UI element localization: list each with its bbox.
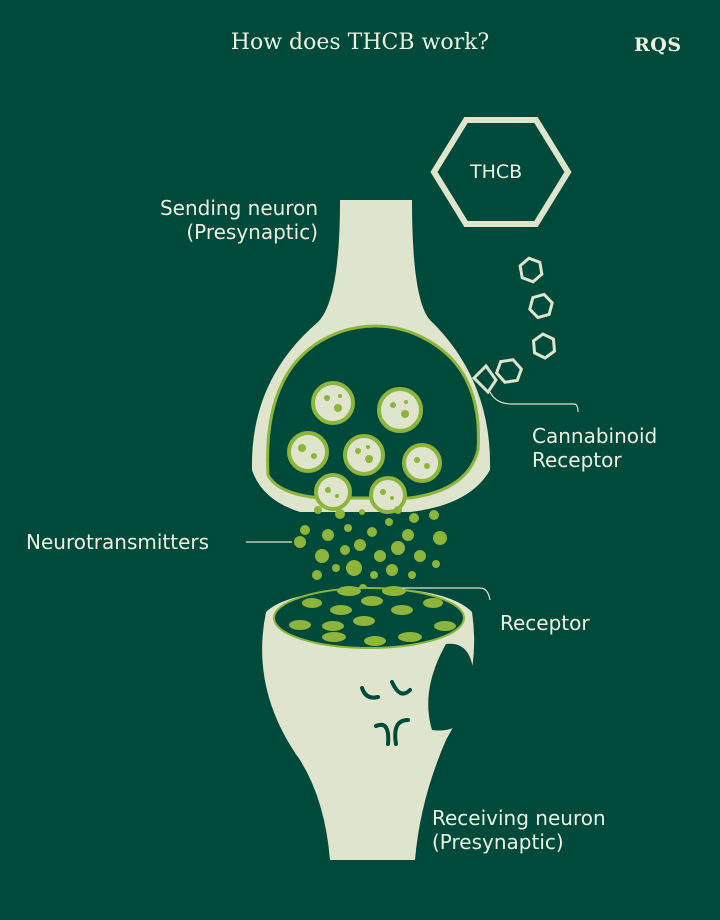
- neurotransmitters-label: Neurotransmitters: [26, 530, 210, 554]
- sending-neuron-line2: (Presynaptic): [186, 220, 318, 244]
- vesicles: [287, 381, 442, 514]
- vesicle: [369, 476, 407, 514]
- receiving-neuron-label: Receiving neuron (Presynaptic): [432, 806, 606, 854]
- vesicle: [343, 434, 385, 476]
- receptor-leader: [402, 587, 491, 601]
- brand-logo: RQS: [634, 34, 682, 56]
- thcb-molecule-large: [430, 117, 572, 227]
- receiving-neuron-line1: Receiving neuron: [432, 806, 606, 830]
- thcb-label: THCB: [470, 161, 523, 183]
- cannabinoid-receptor-line1: Cannabinoid: [532, 424, 658, 448]
- cannabinoid-leader: [489, 391, 579, 413]
- cannabinoid-receptor-label: Cannabinoid Receptor: [532, 424, 657, 472]
- thcb-molecules: [494, 256, 557, 384]
- receiving-neuron-face: [360, 680, 412, 746]
- vesicle: [314, 473, 352, 511]
- neurotransmitters-cluster: [294, 506, 447, 592]
- vesicle: [287, 431, 329, 473]
- receiving-neuron-line2: (Presynaptic): [432, 830, 564, 854]
- cannabinoid-receptor-shape: [471, 363, 498, 395]
- vesicle: [377, 387, 423, 433]
- page-title: How does THCB work?: [230, 30, 490, 55]
- receptor-label: Receptor: [500, 611, 590, 635]
- cannabinoid-receptor-line2: Receptor: [532, 448, 622, 472]
- leader-lines: [246, 391, 579, 601]
- receiving-neuron-side-pocket: [428, 643, 475, 731]
- sending-neuron-label: Sending neuron (Presynaptic): [118, 196, 318, 244]
- receiving-neuron: [262, 588, 475, 860]
- vesicle: [402, 443, 442, 483]
- sending-neuron-line1: Sending neuron: [159, 196, 318, 220]
- receptors: [289, 586, 456, 646]
- vesicle: [311, 381, 355, 425]
